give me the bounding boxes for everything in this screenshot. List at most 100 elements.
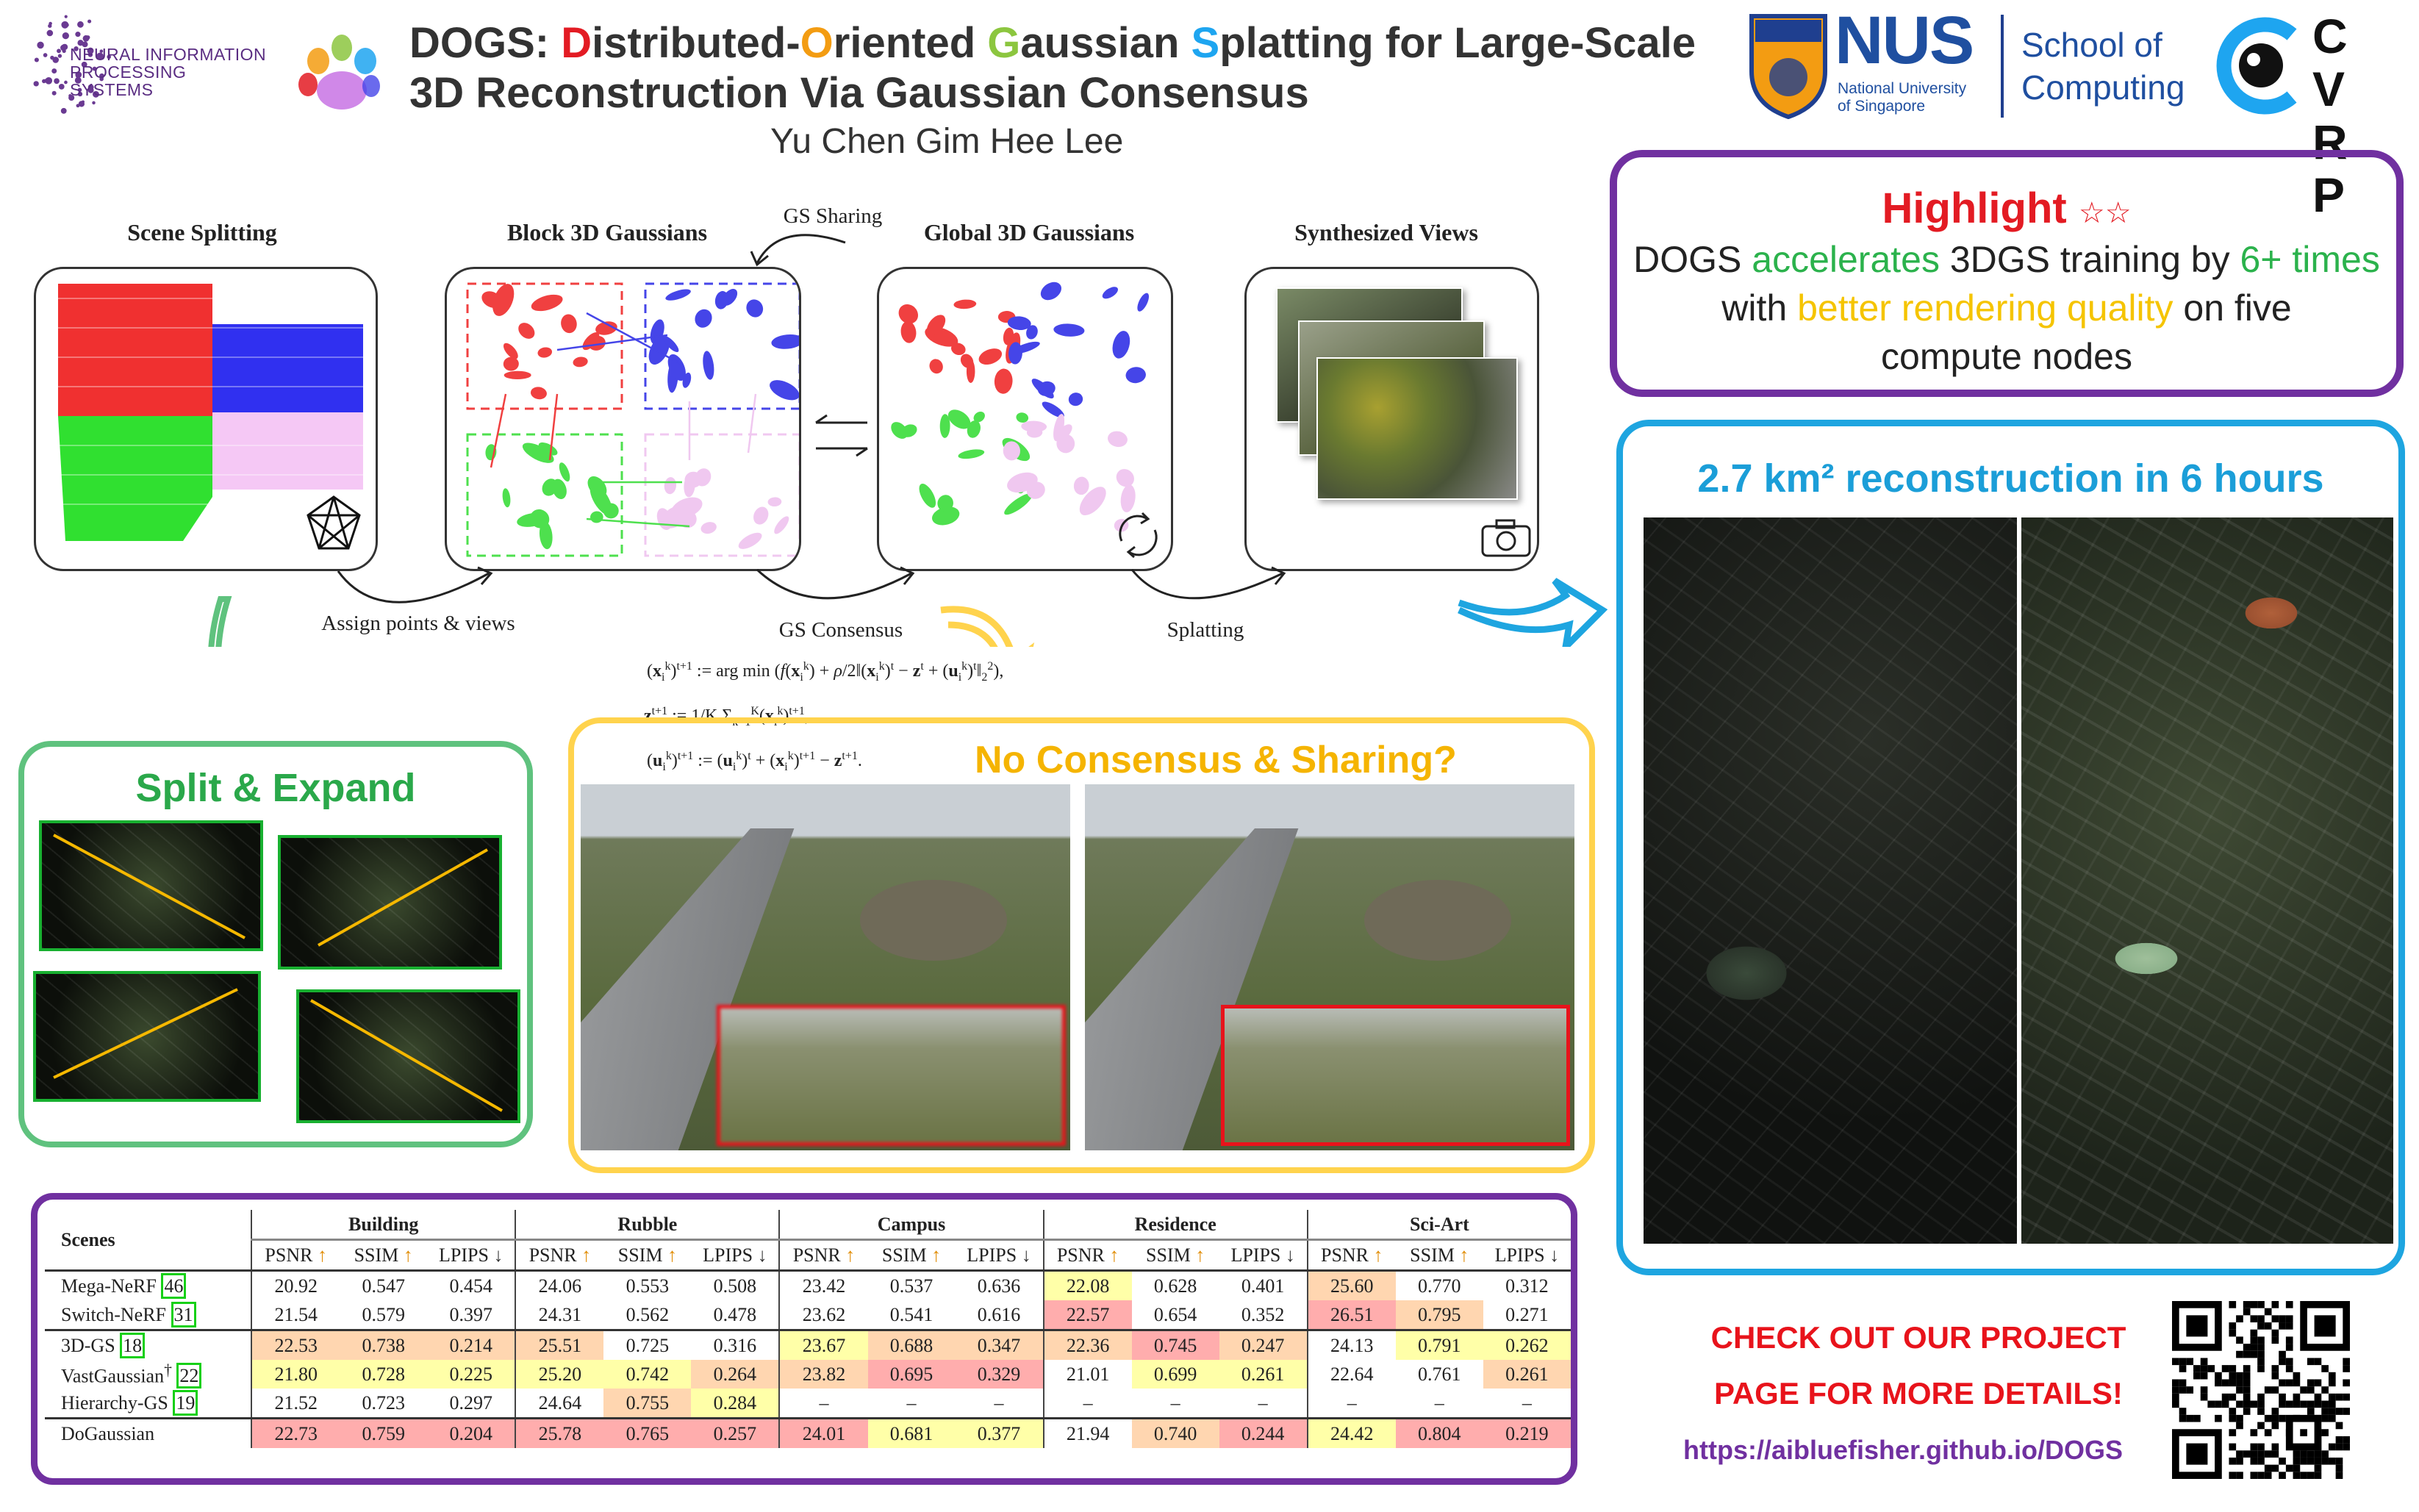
gaussian-ellipse [746,299,764,318]
nus-crest-icon [1749,14,1827,119]
gaussian-ellipse [665,289,691,301]
qr-module [2229,1329,2237,1337]
logo-dot [77,91,83,97]
logo-dot [75,32,81,37]
qr-module [2335,1408,2343,1415]
arrow-up-icon: ↑ [403,1244,413,1266]
citation-link[interactable]: 18 [120,1332,146,1358]
gaussian-ellipse [973,411,985,423]
gaussian-ellipse [1008,342,1022,365]
qr-module [2207,1400,2215,1408]
citation-link[interactable]: 31 [171,1301,196,1328]
gaussian-ellipse [648,335,670,365]
qr-module [2343,1379,2350,1387]
arrow-down-icon: ↓ [1285,1244,1295,1266]
refresh-cycle-icon [1119,512,1158,559]
metric-header: LPIPS ↓ [1483,1239,1571,1272]
qr-module [2264,1464,2272,1472]
metric-cell: 0.761 [1418,1363,1461,1385]
metric-cell: 0.759 [340,1417,428,1448]
no-consensus-arrow-icon [940,606,1035,647]
neurips-dots-icon [33,15,112,114]
arrow-up-icon: ↑ [1373,1244,1383,1266]
gaussian-ellipse [919,483,936,508]
splatting-arrow [1130,569,1283,600]
metric-cell: 24.13 [1306,1329,1396,1360]
qr-module [2279,1457,2286,1465]
metric-cell: 0.262 [1483,1329,1571,1360]
metric-cell: 0.261 [1483,1360,1571,1389]
qr-module [2271,1422,2279,1430]
project-url-link[interactable]: https://aibluefisher.github.io/DOGS [1683,1435,2124,1465]
logo-dot [34,82,38,87]
no-consensus-title: No Consensus & Sharing? [975,739,1457,781]
qr-module [2314,1457,2322,1465]
render-without-consensus [581,784,1070,1150]
group-header: Campus [778,1210,1044,1241]
citation-link[interactable]: 46 [161,1272,187,1299]
qr-module [2257,1301,2265,1308]
method-label: VastGaussian [61,1365,165,1387]
qr-module [2264,1450,2272,1458]
gaussian-ellipse [662,335,679,353]
qr-module [2264,1472,2272,1479]
qr-module [2293,1472,2301,1479]
qr-module [2193,1414,2201,1422]
citation-link[interactable]: 19 [173,1389,198,1416]
qr-module [2328,1408,2336,1415]
qr-module [2200,1365,2208,1372]
qr-module [2229,1429,2237,1436]
formula-z-update: zt+1 := 1/K Σk=1K(xik)t+1, [644,704,809,728]
gaussian-ellipse [947,409,971,429]
citation-link[interactable]: 22 [176,1363,202,1389]
gaussian-ellipse [1040,282,1062,301]
metric-header: LPIPS ↓ [1219,1239,1308,1272]
highlight-box: Highlight ☆☆ DOGS accelerates 3DGS train… [1610,150,2404,397]
gaussian-ellipse [517,512,547,527]
gaussian-ellipse [1026,325,1038,340]
logo-dot [99,49,104,53]
qr-module [2172,1386,2179,1394]
metric-cell: 0.225 [427,1360,516,1389]
qr-module [2221,1393,2229,1401]
qr-module [2343,1443,2350,1451]
camera-icon [1481,519,1531,557]
metric-cell: 0.454 [427,1269,516,1300]
logo-dot [77,87,82,93]
group-header: Sci-Art [1306,1210,1571,1241]
qr-module [2207,1365,2215,1372]
logo-dot [81,61,87,68]
metric-name: SSIM [354,1244,404,1266]
gaussian-ellipse [1003,441,1020,461]
gaussian-ellipse [530,387,547,400]
metric-name: PSNR [528,1244,582,1266]
gaussian-ellipse [771,334,799,349]
large-scale-title: 2.7 km² reconstruction in 6 hours [1697,456,2324,501]
title-part: riented [833,19,988,67]
qr-module [2179,1358,2187,1366]
title-part: aussian [1020,19,1191,67]
qr-module [2321,1429,2329,1436]
qr-module [2243,1408,2251,1415]
assign-arrow [337,570,490,603]
qr-code-icon[interactable] [2172,1301,2350,1479]
metric-cell: 0.804 [1395,1417,1483,1448]
metric-cell: 0.214 [427,1329,516,1360]
scenes-header: Scenes [61,1228,115,1250]
qr-module [2236,1450,2243,1458]
arrow-down-icon: ↓ [757,1244,767,1266]
synthesized-views-panel [1244,267,1539,571]
qr-module [2328,1400,2336,1408]
zoom-inset-blurry [717,1005,1066,1146]
metric-cell: 0.628 [1131,1269,1219,1300]
label-gs-consensus: GS Consensus [778,618,903,642]
metric-cell: – [1434,1391,1444,1414]
hl-t3: 3DGS training by [1939,239,2240,280]
cvrp-eye-icon [2216,17,2297,115]
qr-module [2236,1386,2243,1394]
logo-dot [58,84,65,90]
qr-module [2285,1336,2293,1344]
qr-module [2335,1422,2343,1430]
